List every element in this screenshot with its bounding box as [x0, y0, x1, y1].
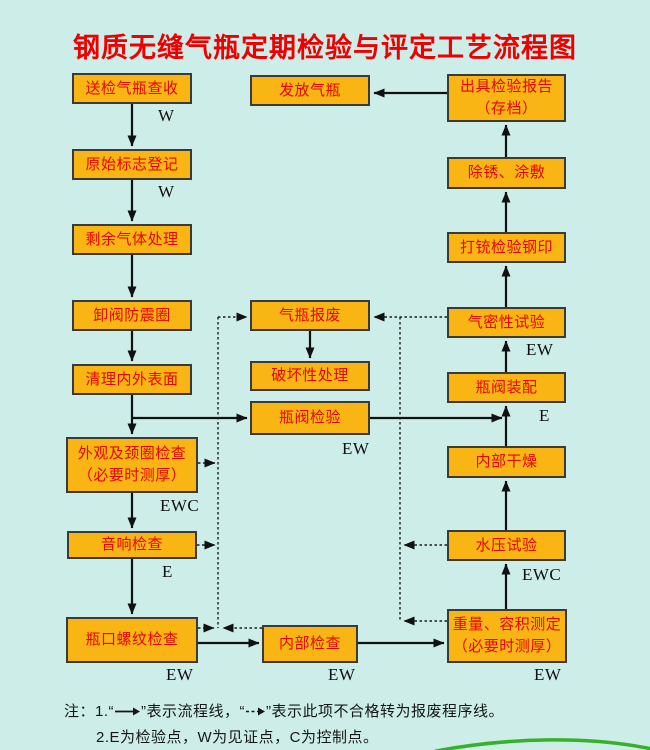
- flow-node-weight-volume: 重量、容积测定 （必要时测厚）: [447, 609, 567, 663]
- flow-node-hydro-test: 水压试验: [447, 530, 566, 561]
- checkpoint-ew-internal-check: EW: [328, 665, 356, 684]
- flow-node-register: 原始标志登记: [72, 149, 192, 180]
- flow-node-residual-gas: 剩余气体处理: [72, 224, 192, 255]
- checkpoint-ew-airtight: EW: [526, 340, 554, 359]
- checkpoint-ewc-hydro: EWC: [522, 565, 562, 584]
- flow-node-stamp: 打铳检验钢印: [447, 232, 566, 263]
- flow-node-scrap: 气瓶报废: [250, 300, 370, 331]
- checkpoint-ew-valve-inspection: EW: [342, 439, 370, 458]
- flow-node-acoustic-check: 音响检查: [67, 531, 197, 559]
- flow-node-visual-neck-check: 外观及颈圈检查 （必要时测厚）: [66, 437, 198, 493]
- checkpoint-ew-weight-volume: EW: [534, 665, 562, 684]
- flow-node-airtight: 气密性试验: [447, 307, 566, 338]
- footnote-line1-prefix: 注：1.“: [64, 703, 115, 720]
- flow-node-report: 出具检验报告 （存档）: [447, 74, 566, 122]
- flow-node-valve-inspection: 瓶阀检验: [250, 401, 370, 435]
- flow-node-internal-check: 内部检查: [262, 625, 358, 663]
- checkpoint-w-receive: W: [158, 106, 175, 125]
- flow-node-valve-assembly: 瓶阀装配: [447, 372, 566, 403]
- flow-node-clean-surfaces: 清理内外表面: [72, 364, 192, 395]
- checkpoint-e-acoustic: E: [162, 562, 173, 581]
- solid-flow-arrow-icon: [115, 707, 141, 716]
- footnote-line1: 注：1.“ ”表示流程线，“ ”表示此项不合格转为报废程序线。: [64, 700, 504, 721]
- page-title: 钢质无缝气瓶定期检验与评定工艺流程图: [73, 33, 577, 63]
- flow-node-receive: 送检气瓶查收: [72, 73, 192, 104]
- checkpoint-w-register: W: [158, 182, 175, 201]
- footnote-line2: 2.E为检验点，W为见证点，C为控制点。: [96, 729, 379, 746]
- flow-node-destructive: 破坏性处理: [250, 361, 370, 391]
- checkpoint-ewc-visual: EWC: [160, 496, 200, 515]
- dashed-scrap-arrow-icon: [246, 707, 266, 716]
- checkpoint-ew-thread: EW: [166, 665, 194, 684]
- flow-node-issue-bottle: 发放气瓶: [250, 75, 370, 106]
- flow-node-thread-check: 瓶口螺纹检查: [66, 617, 198, 663]
- footnote-line1-suffix: ”表示此项不合格转为报废程序线。: [266, 703, 505, 720]
- checkpoint-e-valve-assembly: E: [539, 406, 550, 425]
- flow-node-derust-coat: 除锈、涂敷: [447, 157, 566, 189]
- footnote-line1-mid: ”表示流程线，“: [141, 703, 246, 720]
- flow-node-remove-valve-ring: 卸阀防震圈: [72, 300, 192, 331]
- flow-node-internal-dry: 内部干燥: [447, 446, 566, 478]
